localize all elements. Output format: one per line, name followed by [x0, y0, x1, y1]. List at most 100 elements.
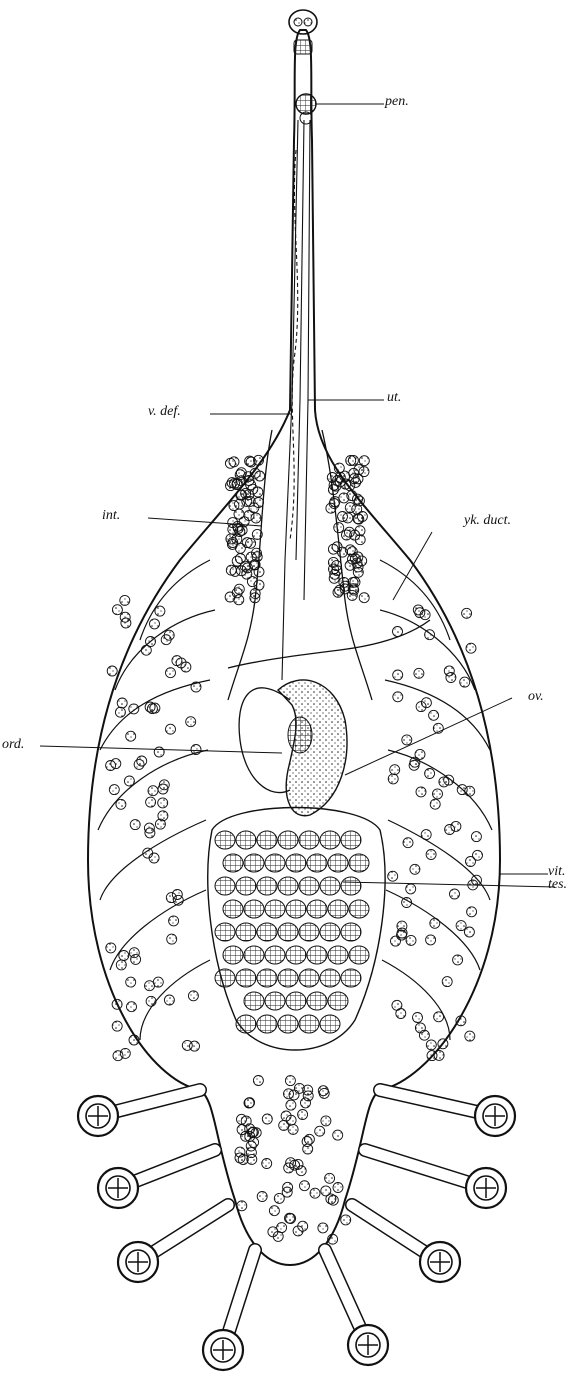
- vitelline-cell: [250, 589, 260, 599]
- vitelline-cell: [113, 1051, 123, 1061]
- vitelline-cell: [244, 1098, 254, 1108]
- vitelline-cell: [112, 1021, 122, 1031]
- testis-follicle: [265, 946, 285, 964]
- vitelline-cell: [359, 593, 369, 603]
- vitelline-cell: [406, 884, 416, 894]
- testis-follicle: [257, 1015, 277, 1033]
- vitelline-cell: [252, 529, 262, 539]
- testis-follicle: [299, 969, 319, 987]
- vitelline-cell: [262, 1159, 272, 1169]
- vitelline-cell: [334, 523, 344, 533]
- vitelline-cell: [257, 1192, 267, 1202]
- vitelline-cell: [235, 554, 245, 564]
- testis-follicle: [299, 1015, 319, 1033]
- testis-follicle: [328, 946, 348, 964]
- vitelline-cell: [285, 1076, 295, 1086]
- vitelline-cell: [328, 1195, 338, 1205]
- vitelline-cell: [279, 1120, 289, 1130]
- vitelline-cell: [396, 1009, 406, 1019]
- vitelline-cell: [303, 1085, 313, 1095]
- vitelline-cell: [166, 668, 176, 678]
- vitelline-cell: [420, 610, 430, 620]
- vitelline-cell: [429, 710, 439, 720]
- testis-follicle: [257, 877, 277, 895]
- vitelline-cell: [433, 789, 443, 799]
- vitelline-cell: [303, 1144, 313, 1154]
- vitelline-cells: [106, 455, 483, 1244]
- testis-follicles: [215, 831, 369, 1033]
- testis-follicle: [257, 831, 277, 849]
- vitelline-cell: [144, 823, 154, 833]
- vitelline-cell: [236, 490, 246, 500]
- vitelline-cell: [451, 821, 461, 831]
- vitelline-cell: [155, 606, 165, 616]
- testis-follicle: [307, 946, 327, 964]
- vitelline-cell: [111, 759, 121, 769]
- vitelline-cell: [247, 1128, 257, 1138]
- testis-follicle: [244, 992, 264, 1010]
- vitelline-cell: [115, 707, 125, 717]
- vitelline-cell: [241, 1116, 251, 1126]
- vitelline-cell: [127, 1002, 137, 1012]
- vitelline-cell: [430, 918, 440, 928]
- vitelline-cell: [225, 458, 235, 468]
- vitelline-cell: [464, 927, 474, 937]
- vitelline-cell: [188, 991, 198, 1001]
- vitelline-cell: [345, 503, 355, 513]
- vitelline-cell: [293, 1226, 303, 1236]
- vitelline-cell: [321, 1186, 331, 1196]
- testis-follicle: [320, 1015, 340, 1033]
- vitelline-cell: [129, 704, 139, 714]
- testis-follicle: [307, 992, 327, 1010]
- testis-follicle: [299, 923, 319, 941]
- vitelline-cell: [255, 471, 265, 481]
- vitelline-cell: [246, 1148, 256, 1158]
- vitelline-cell: [393, 670, 403, 680]
- vitelline-cell: [109, 785, 119, 795]
- vitelline-cell: [167, 934, 177, 944]
- testis-follicle: [278, 1015, 298, 1033]
- vitelline-cell: [335, 585, 345, 595]
- testis-follicle: [223, 854, 243, 872]
- vitelline-cell: [191, 682, 201, 692]
- testis-follicle: [215, 969, 235, 987]
- vitelline-cell: [176, 658, 186, 668]
- vitelline-cell: [426, 935, 436, 945]
- testis-follicle: [215, 831, 235, 849]
- vitelline-cell: [318, 1223, 328, 1233]
- testis-follicle: [307, 900, 327, 918]
- testis-follicle: [236, 1015, 256, 1033]
- testis-follicle: [257, 969, 277, 987]
- vitelline-cell: [350, 530, 360, 540]
- vitelline-cell: [319, 1088, 329, 1098]
- vitelline-cell: [426, 850, 436, 860]
- vitellaria-left: [98, 560, 215, 1040]
- vitelline-cell: [237, 1201, 247, 1211]
- testis-follicle: [341, 877, 361, 895]
- label-ov: ov.: [528, 690, 544, 704]
- vitelline-cell: [472, 875, 482, 885]
- vitelline-cell: [158, 811, 168, 821]
- vitelline-cell: [166, 724, 176, 734]
- vitelline-cell: [254, 455, 264, 465]
- vitelline-cell: [172, 890, 182, 900]
- vitelline-cell: [471, 832, 481, 842]
- vitelline-cell: [430, 799, 440, 809]
- vitelline-cell: [253, 1076, 263, 1086]
- vitelline-cell: [446, 673, 456, 683]
- testis-follicle: [341, 831, 361, 849]
- oviduct: [239, 688, 290, 793]
- vitelline-cell: [310, 1188, 320, 1198]
- testis-follicle: [349, 946, 369, 964]
- vitelline-cell: [146, 996, 156, 1006]
- testis-follicle: [215, 923, 235, 941]
- vitelline-cell: [112, 605, 122, 615]
- vitelline-cell: [427, 1051, 437, 1061]
- vitelline-cell: [161, 635, 171, 645]
- vitelline-cell: [329, 564, 339, 574]
- vitelline-cell: [414, 668, 424, 678]
- neck-ducts: [282, 120, 310, 680]
- vitelline-cell: [164, 995, 174, 1005]
- vitelline-cell: [124, 776, 134, 786]
